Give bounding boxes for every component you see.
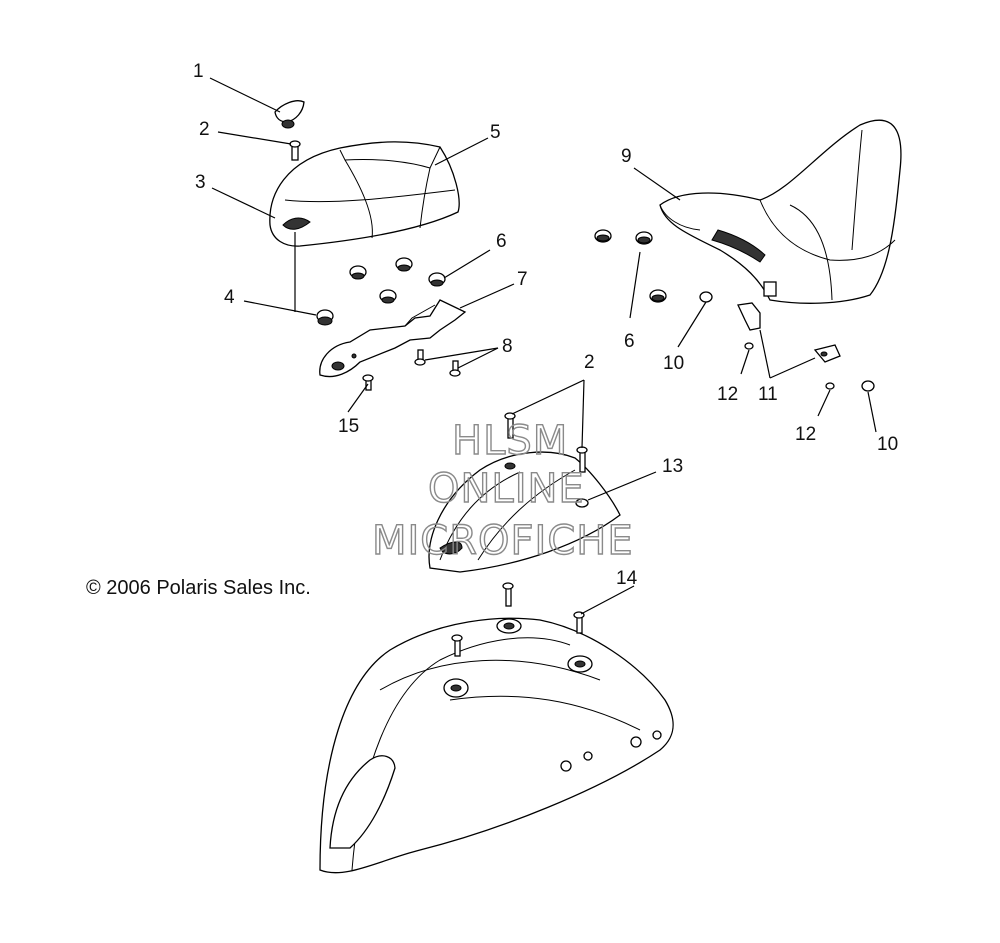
callout-10-right: 10 (877, 434, 898, 455)
callout-12-right: 12 (795, 424, 816, 445)
callout-14: 14 (616, 568, 638, 589)
callout-8: 8 (502, 336, 513, 357)
callout-12-left: 12 (717, 384, 738, 405)
callout-2-lower: 2 (584, 352, 595, 373)
grommet-part-4 (316, 309, 334, 326)
callout-4: 4 (224, 287, 235, 308)
callout-15: 15 (338, 416, 359, 437)
callout-11: 11 (758, 384, 778, 405)
fender-tip (428, 451, 621, 573)
screws-part-8 (414, 349, 461, 377)
watermark-line-3: MICROFICHE (372, 518, 634, 564)
watermark-line-1: HLSM (452, 418, 568, 464)
leader-lines (209, 77, 877, 615)
callout-1: 1 (193, 61, 204, 82)
callout-10-left: 10 (663, 353, 684, 374)
grommet-group-right (594, 229, 667, 303)
main-seat (659, 119, 902, 304)
screws-part-2-lower (504, 412, 588, 473)
watermark-line-2: ONLINE (428, 466, 585, 512)
callout-2-upper: 2 (199, 119, 210, 140)
callout-6-left: 6 (496, 231, 507, 252)
copyright-text: © 2006 Polaris Sales Inc. (86, 577, 311, 599)
callout-13: 13 (662, 456, 683, 477)
callout-5: 5 (490, 122, 501, 143)
grommet-group-left (349, 257, 446, 304)
watermark: HLSM ONLINE MICROFICHE (371, 417, 634, 564)
front-fender (319, 582, 674, 874)
screw-part (289, 140, 301, 161)
callout-3: 3 (195, 172, 206, 193)
callout-7: 7 (517, 269, 528, 290)
callout-labels: 1 2 3 5 6 4 7 8 15 9 6 10 12 11 12 10 2 … (193, 61, 898, 589)
cap-part (274, 100, 305, 129)
mounting-bracket (319, 299, 467, 378)
rear-seat-cowl (269, 141, 460, 247)
screw-part-15 (362, 374, 374, 391)
callout-6-right: 6 (624, 331, 635, 352)
callout-9: 9 (621, 146, 632, 167)
seat-hardware (699, 291, 875, 392)
